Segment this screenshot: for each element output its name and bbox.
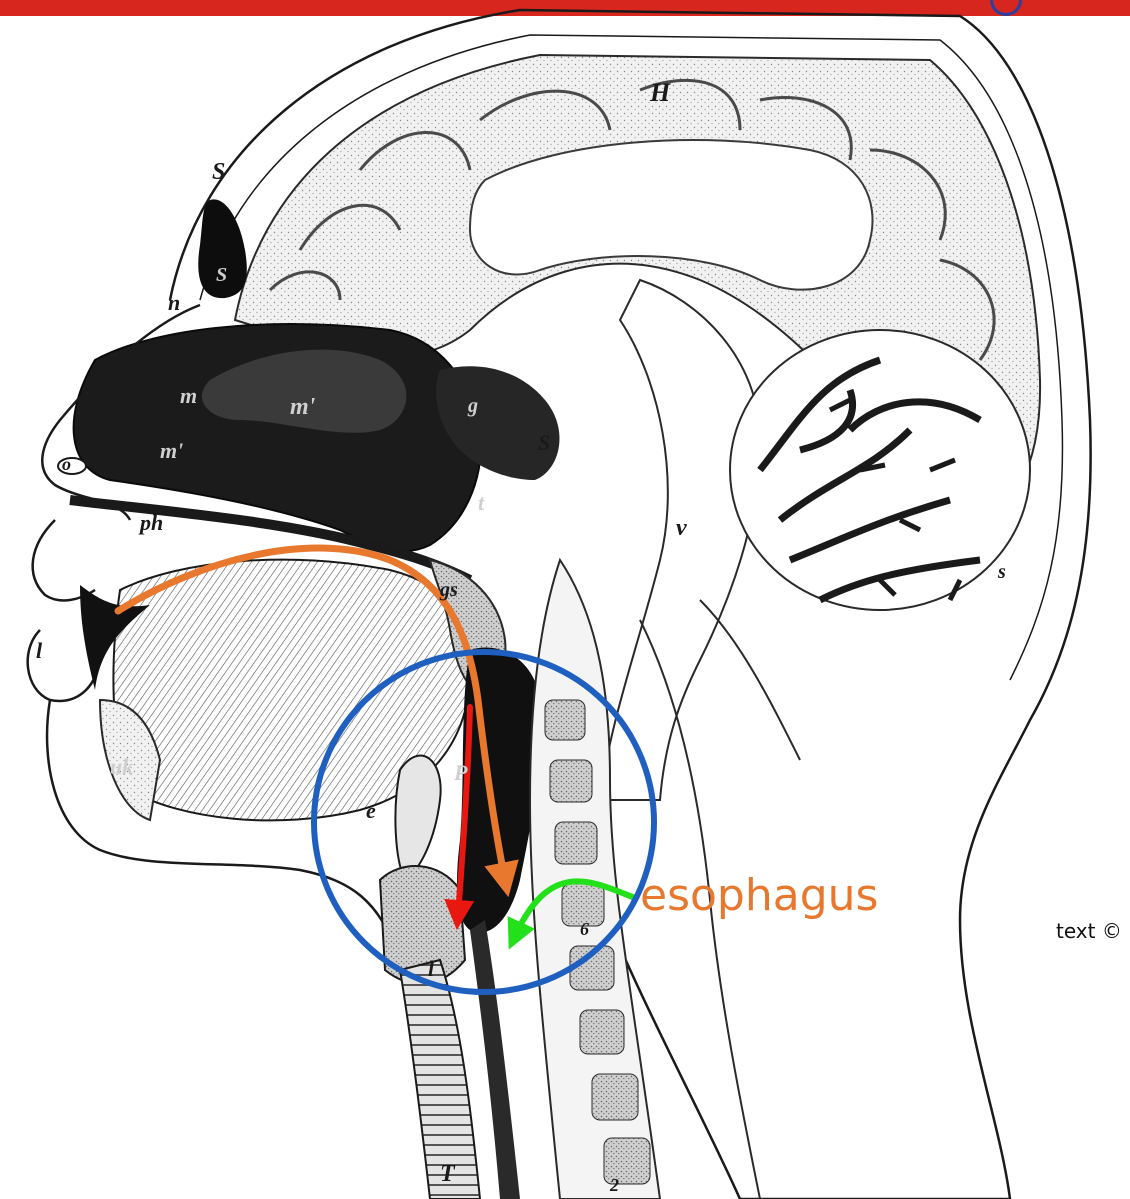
esophagus-label: esophagus [640, 874, 878, 918]
credit-text: text © [1056, 919, 1122, 943]
upper-lip [33, 520, 95, 600]
plate-letter-m: m [180, 385, 197, 407]
plate-letter-ph: ph [140, 512, 163, 534]
plate-letter-e: e [366, 800, 376, 822]
plate-letter-o: o [62, 455, 71, 473]
plate-letter-t: t [478, 492, 484, 514]
pharynx [457, 647, 541, 932]
plate-letter-gs: gs [440, 580, 458, 600]
plate-letter-2: 2 [610, 1176, 619, 1194]
plate-letter-g: g [468, 396, 478, 416]
plate-letter-s-sinus: S [216, 265, 227, 285]
plate-letter-s-posterior: s [998, 562, 1006, 582]
cerebellum [730, 330, 1030, 610]
plate-letter-v: v [676, 516, 687, 540]
esophagus-tube [470, 920, 520, 1199]
plate-letter-h: H [650, 80, 670, 106]
epiglottis [395, 756, 440, 880]
plate-letter-6: 6 [580, 920, 589, 938]
plate-letter-s-upper: S [212, 160, 225, 184]
plate-letter-uk: uk [110, 756, 133, 778]
plate-letter-l-lip: l [36, 640, 42, 662]
plate-letter-t-trachea: T [440, 1162, 455, 1186]
plate-letter-n: n [168, 292, 180, 314]
plate-letter-l-larynx: l [428, 958, 434, 980]
plate-letter-m-prime-upper: m' [290, 395, 315, 419]
plate-letter-s-sphenoid: S [538, 432, 550, 454]
plate-letter-p: P [454, 762, 467, 784]
plate-letter-m-prime-lower: m' [160, 440, 183, 462]
